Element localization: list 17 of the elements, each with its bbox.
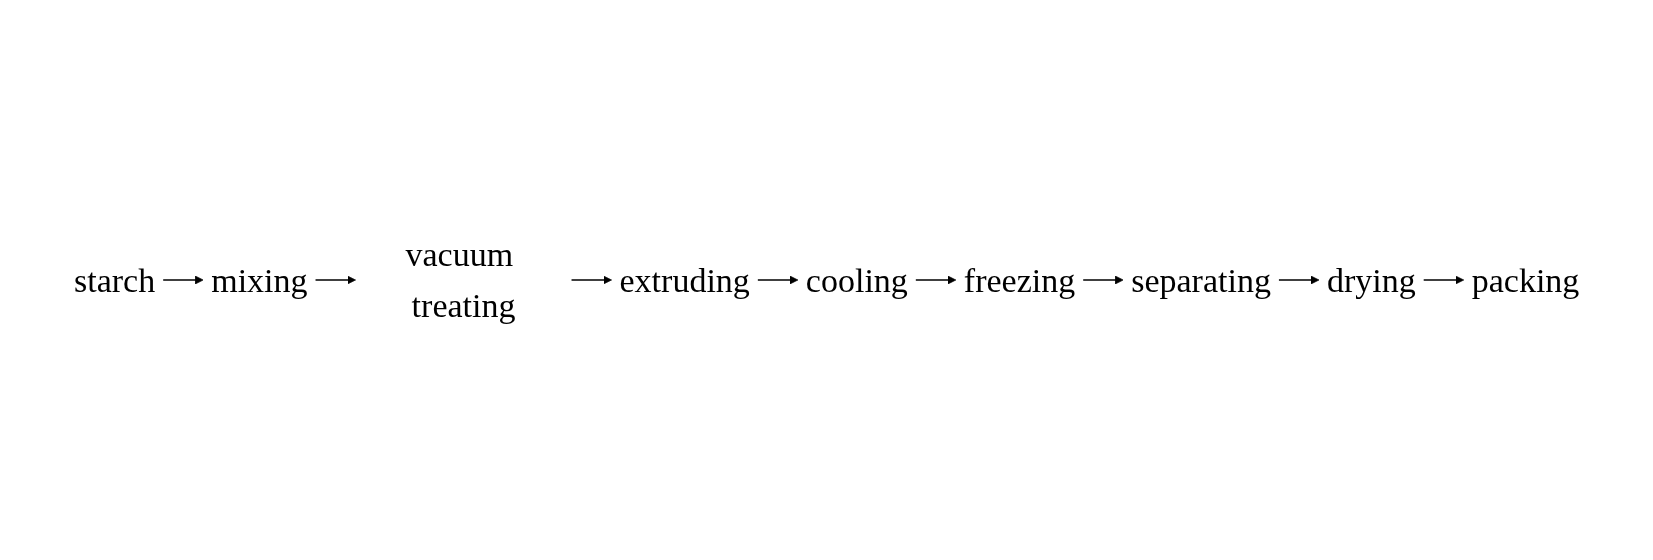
node-text: cooling (805, 261, 908, 299)
arrow (1278, 275, 1320, 285)
node-text: extruding (619, 261, 750, 299)
node-text: freezing (963, 261, 1076, 299)
arrow (1082, 275, 1124, 285)
arrow (570, 275, 612, 285)
node-text: separating (1131, 261, 1271, 299)
node-text: mixing (211, 261, 308, 299)
node-text: drying (1326, 261, 1416, 299)
arrow (756, 275, 799, 285)
arrow (314, 275, 356, 285)
node-text: packing (1471, 261, 1580, 299)
node-text: vacuum treating (405, 236, 516, 324)
node-text: starch (73, 261, 156, 299)
arrow (1422, 275, 1464, 285)
arrow (162, 275, 204, 285)
arrow (914, 275, 957, 285)
